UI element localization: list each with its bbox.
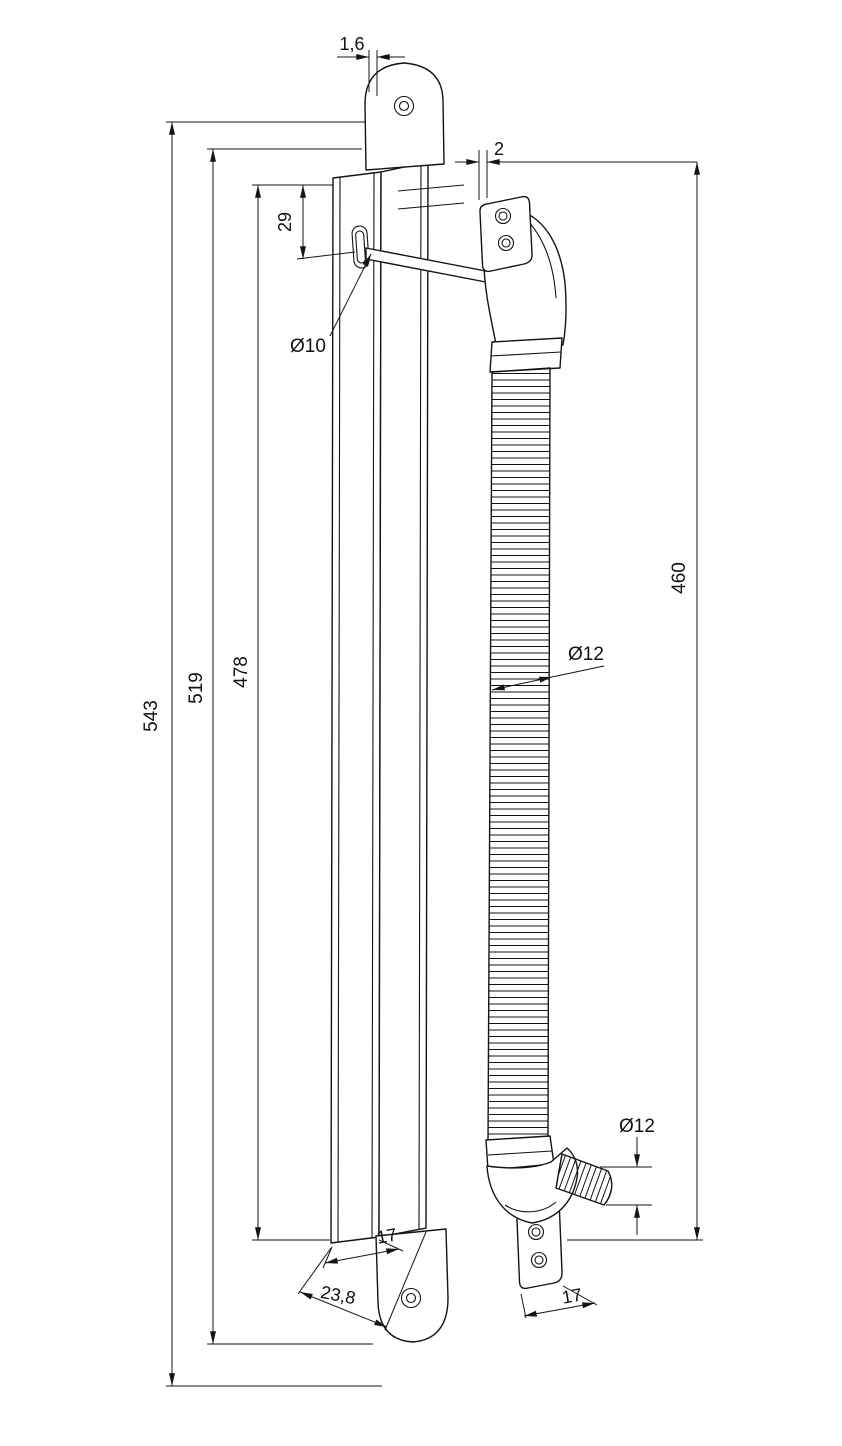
dim-dia12-end: Ø12 [600,1116,655,1235]
dim-543: 543 [141,121,382,1387]
top-plate-hole-inner [498,211,508,221]
dim-1-6-label: 1,6 [339,34,364,54]
dim-17-plate: 17 [520,1285,598,1319]
top-plate-hole [494,207,512,225]
dimensions: 543 519 478 29 1,6 [141,34,703,1387]
dim-519-label: 519 [186,672,207,704]
bottom-plate-hole-inner [531,1227,541,1237]
dim-17-plate-label: 17 [560,1285,583,1308]
collar-line [487,1150,553,1156]
channel-assembly [330,62,465,1343]
corrugated-hose [487,367,551,1143]
dim-460: 460 [567,161,703,1241]
dim-dia10-label: Ø10 [290,336,326,357]
dim-460-label: 460 [669,562,690,594]
dim-543-label: 543 [141,700,162,732]
top-tab-hole-inner [398,100,410,112]
top-plate-hole [497,234,515,252]
top-elbow-highlight [527,220,557,299]
dim-29-label: 29 [275,212,295,232]
bottom-plate-hole [527,1223,545,1241]
dim-17-channel: 17 [322,1224,404,1269]
dim-dia12-hose: Ø12 [491,644,605,691]
dim-23-8-label: 23,8 [319,1282,357,1308]
slot [351,225,370,269]
top-mounting-plate [479,195,533,273]
dim-1-6: 1,6 [337,34,405,96]
bottom-tab-hole [400,1287,422,1309]
hidden-edge-lines [397,184,465,210]
collar-line [490,351,562,357]
dim-519: 519 [186,148,373,1345]
channel-edge-line [337,176,341,1243]
dim-dia12-end-label: Ø12 [619,1116,655,1137]
dim-478: 478 [231,184,333,1241]
channel-edge-line [371,172,375,1239]
dim-2-label: 2 [494,139,504,159]
top-tab [364,62,445,171]
stub-joint-line [555,1153,563,1189]
bottom-tab-hole-inner [405,1292,417,1304]
dim-2: 2 [455,139,697,200]
flexible-loop-assembly [365,195,613,1290]
bottom-plate-hole-inner [534,1255,544,1265]
top-hose-collar [489,337,563,373]
conduit-end-stub [555,1153,613,1206]
dim-29: 29 [275,184,356,260]
channel-edge-line [418,162,422,1230]
bottom-elbow-highlight [504,1201,557,1213]
dim-dia12-hose-label: Ø12 [568,644,604,665]
top-tab-hole [393,95,415,117]
top-plate-hole-inner [501,238,511,248]
bottom-plate-hole [530,1251,548,1269]
dim-17-channel-label: 17 [375,1224,398,1247]
dim-dia10: Ø10 [290,253,372,357]
dim-478-label: 478 [231,656,252,688]
